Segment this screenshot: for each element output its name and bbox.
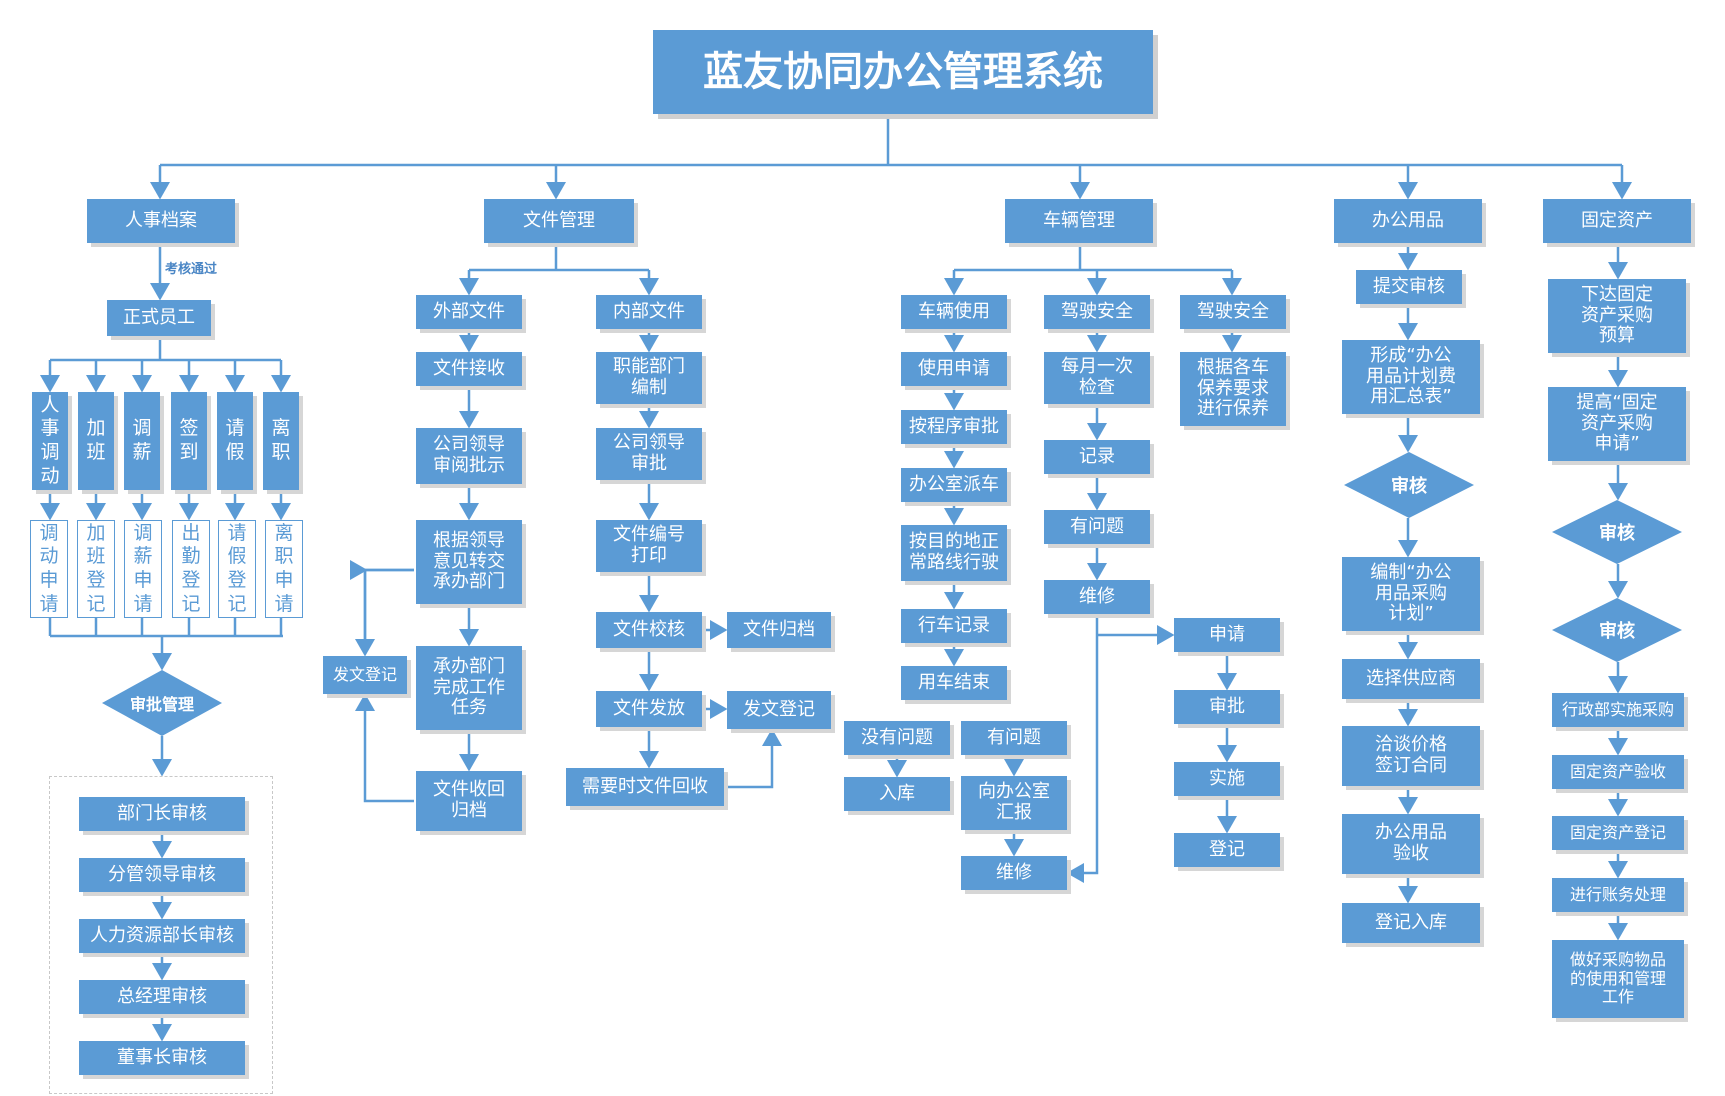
ext-step-archive: 文件收回 归档 (416, 771, 522, 831)
assets-budget: 下达固定 资产采购 预算 (1548, 279, 1686, 353)
doc-management-node: 文件管理 (484, 199, 634, 243)
hr-type-resign: 离 职 (263, 392, 299, 490)
vehicle-report-office: 向办公室 汇报 (961, 776, 1067, 830)
vehicle-step-apply: 使用申请 (901, 352, 1007, 386)
int-step-issue: 文件发放 (596, 691, 702, 727)
fixed-assets-node: 固定资产 (1543, 199, 1691, 243)
assets-review-label-2: 审核 (1599, 621, 1635, 642)
assets-step-purchase: 行政部实施采购 (1552, 693, 1684, 727)
int-step-approve: 公司领导 审批 (596, 428, 702, 480)
int-step-compile: 职能部门 编制 (596, 352, 702, 404)
connector (355, 568, 414, 657)
send-register-left: 发文登记 (323, 656, 407, 694)
repair-step-approve: 审批 (1174, 690, 1280, 724)
vehicle-store: 入库 (844, 777, 950, 811)
hr-type-salary: 调 薪 (124, 392, 160, 490)
internal-docs-node: 内部文件 (596, 295, 702, 329)
hr-type-overtime: 加 班 (78, 392, 114, 490)
office-supplies-node: 办公用品 (1334, 199, 1482, 243)
assets-step-accounting: 进行账务处理 (1552, 878, 1684, 912)
office-acceptance: 办公用品 验收 (1342, 814, 1480, 874)
vehicle-management-node: 车辆管理 (1005, 199, 1153, 243)
hr-form-resign: 离 职 申 请 (265, 520, 303, 618)
driving-safety-node-2: 驾驶安全 (1180, 295, 1286, 329)
assets-step-manage: 做好采购物品 的使用和管理 工作 (1552, 940, 1684, 1018)
ext-step-review: 公司领导 审阅批示 (416, 428, 522, 484)
hr-type-signin: 签 到 (171, 392, 207, 490)
office-register-store: 登记入库 (1342, 903, 1480, 943)
hr-form-attendance: 出 勤 登 记 (172, 520, 210, 618)
repair-step-implement: 实施 (1174, 762, 1280, 796)
vehicle-step-dispatch: 办公室派车 (901, 468, 1007, 502)
connector (363, 568, 414, 654)
approval-step-dept: 部门长审核 (79, 797, 245, 831)
vehicle-has-problem: 有问题 (961, 721, 1067, 755)
approval-group-frame (49, 776, 273, 1094)
connector (1066, 635, 1099, 883)
assets-step-register: 固定资产登记 (1552, 816, 1684, 850)
doc-archive-node: 文件归档 (727, 612, 831, 648)
vehicle-repair-bottom: 维修 (961, 856, 1067, 890)
ext-step-forward: 根据领导 意见转交 承办部门 (416, 520, 522, 604)
hr-form-leave: 请 假 登 记 (218, 520, 256, 618)
external-docs-node: 外部文件 (416, 295, 522, 329)
vehicle-step-drive: 按目的地正 常路线行驶 (901, 525, 1007, 581)
maintenance-step: 根据各车 保养要求 进行保养 (1180, 352, 1286, 426)
int-step-print: 文件编号 打印 (596, 520, 702, 572)
vehicle-step-end: 用车结束 (901, 666, 1007, 700)
vehicle-step-approve: 按程序审批 (901, 410, 1007, 444)
approval-management-diamond: 审批管理 (102, 670, 222, 736)
int-step-recall: 需要时文件回收 (566, 768, 724, 806)
safety-step-repair: 维修 (1044, 580, 1150, 614)
approval-step-gm: 总经理审核 (79, 980, 245, 1014)
assets-review-diamond-2: 审核 (1552, 598, 1682, 662)
safety-step-check: 每月一次 检查 (1044, 352, 1150, 404)
pass-note: 考核通过 (165, 262, 218, 277)
driving-safety-node-1: 驾驶安全 (1044, 295, 1150, 329)
office-review-label: 审核 (1391, 476, 1427, 497)
approval-step-leader: 分管领导审核 (79, 858, 245, 892)
safety-step-record: 记录 (1044, 440, 1150, 474)
approval-management-label: 审批管理 (129, 695, 194, 714)
office-review-diamond: 审核 (1344, 452, 1474, 518)
connector (355, 693, 414, 803)
hr-type-transfer: 人 事 调 动 (32, 392, 68, 490)
office-select-supplier: 选择供应商 (1342, 659, 1480, 699)
hr-archive-node: 人事档案 (87, 199, 235, 243)
hr-type-leave: 请 假 (217, 392, 253, 490)
int-step-check: 文件校核 (596, 612, 702, 648)
regular-employee-node: 正式员工 (107, 300, 211, 336)
hr-form-transfer: 调 动 申 请 (30, 520, 68, 618)
send-register-right: 发文登记 (727, 691, 831, 729)
office-sign-contract: 洽谈价格 签订合同 (1342, 726, 1480, 786)
ext-step-receive: 文件接收 (416, 352, 522, 386)
assets-step-accept: 固定资产验收 (1552, 755, 1684, 789)
assets-review-label-1: 审核 (1599, 523, 1635, 544)
vehicle-no-problem: 没有问题 (844, 721, 950, 755)
hr-form-overtime: 加 班 登 记 (77, 520, 115, 618)
hr-form-salary: 调 薪 申 请 (124, 520, 162, 618)
repair-step-apply: 申请 (1174, 618, 1280, 652)
safety-step-problem: 有问题 (1044, 510, 1150, 544)
assets-review-diamond-1: 审核 (1552, 500, 1682, 564)
office-submit-review: 提交审核 (1356, 270, 1462, 304)
assets-apply: 提高“固定 资产采购 申请” (1548, 387, 1686, 461)
system-title: 蓝友协同办公管理系统 (653, 30, 1153, 114)
connector (724, 728, 782, 789)
ext-step-complete: 承办部门 完成工作 任务 (416, 646, 522, 730)
office-summary-table: 形成“办公 用品计划费 用汇总表” (1342, 340, 1480, 414)
vehicle-step-log: 行车记录 (901, 609, 1007, 643)
approval-step-hr: 人力资源部长审核 (79, 919, 245, 953)
approval-step-chairman: 董事长审核 (79, 1041, 245, 1075)
vehicle-use-node: 车辆使用 (901, 295, 1007, 329)
office-purchase-plan: 编制“办公 用品采购 计划” (1342, 557, 1480, 631)
repair-step-register: 登记 (1174, 833, 1280, 867)
